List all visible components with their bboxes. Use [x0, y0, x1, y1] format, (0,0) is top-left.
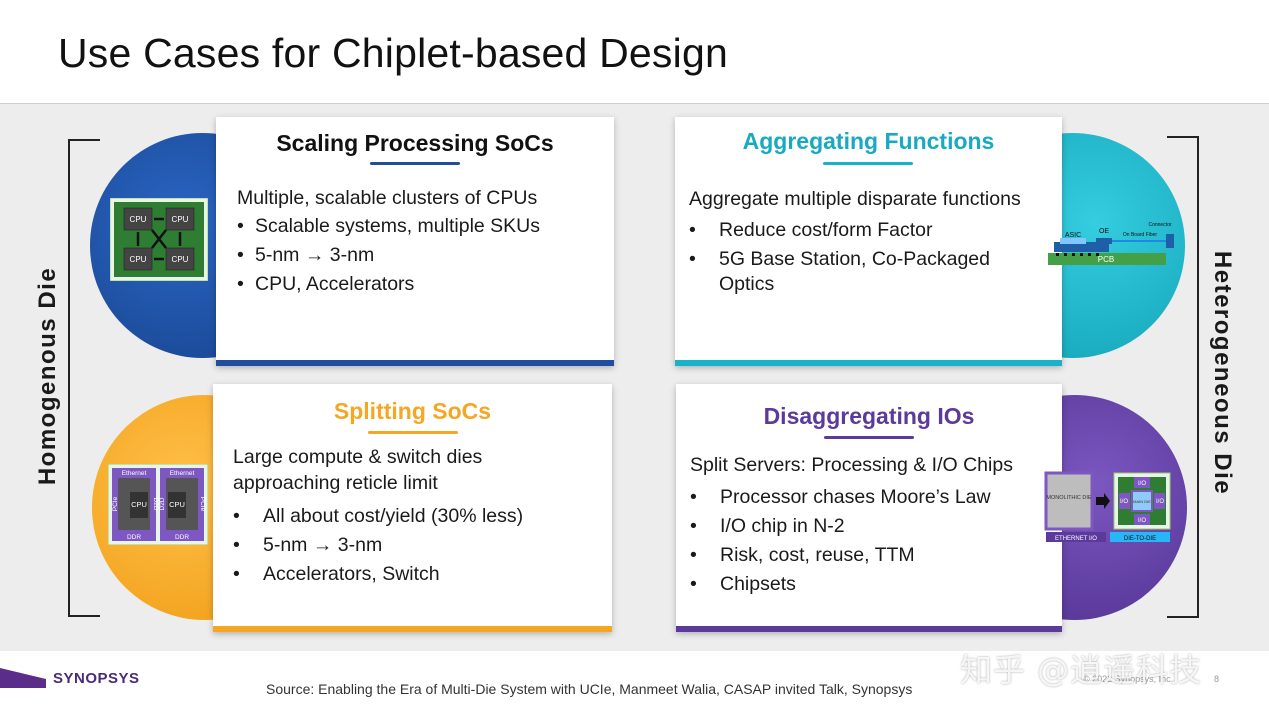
scaling-title-underline: [370, 162, 460, 165]
left-bracket: [68, 139, 100, 617]
disaggregating-title-underline: [824, 436, 914, 439]
co-packaged-optics-diagram: PCB ASIC OE On Board Fiber Connector: [1048, 222, 1174, 265]
aggregating-bullets: Reduce cost/form Factor 5G Base Station,…: [689, 217, 1034, 297]
pcie-label: PCIe: [199, 497, 206, 512]
cpu-label: CPU: [130, 255, 147, 264]
list-item: CPU, Accelerators: [237, 270, 540, 299]
io-disaggregation-diagram: MONOLITHIC DIE I/O I/O I/O I/O MAIN DIE …: [1044, 471, 1171, 542]
aggregating-intro: Aggregate multiple disparate functions: [689, 188, 1021, 210]
splitting-socs-title: Splitting SoCs: [333, 398, 492, 424]
cpu-label: CPU: [131, 500, 147, 509]
heterogeneous-die-label: Heterogeneous Die: [1209, 250, 1236, 496]
asic-label: ASIC: [1065, 232, 1081, 239]
scaling-accent-bar: [216, 360, 614, 366]
list-item: Accelerators, Switch: [233, 560, 523, 589]
right-bracket: [1167, 136, 1199, 618]
copyright-text: © 2022 Synopsys, Inc.: [1083, 674, 1174, 684]
scaling-intro: Multiple, scalable clusters of CPUs: [237, 187, 538, 209]
list-item: 5-nm → 3-nm: [233, 531, 523, 560]
io-label: I/O: [1138, 481, 1146, 487]
scaling-bullets: Scalable systems, multiple SKUs 5-nm → 3…: [237, 212, 540, 299]
splitting-bullets: All about cost/yield (30% less) 5-nm → 3…: [233, 502, 523, 589]
main-die-label: MAIN DIE: [1133, 499, 1151, 504]
splitting-intro-line1: Large compute & switch dies: [233, 446, 483, 468]
io-label: I/O: [1156, 499, 1164, 505]
split-soc-diagram: Ethernet Ethernet DDR DDR CPU CPU PCIe P…: [108, 464, 208, 545]
aggregating-functions-title: Aggregating Functions: [742, 128, 995, 154]
pcie-label: PCIe: [112, 496, 119, 511]
list-item: Processor chases Moore’s Law: [690, 483, 991, 512]
scaling-socs-title: Scaling Processing SoCs: [276, 130, 554, 156]
aggregating-accent-bar: [675, 360, 1062, 366]
list-item: Chipsets: [690, 570, 991, 599]
synopsys-logo-mark: [0, 668, 46, 688]
list-item: All about cost/yield (30% less): [233, 502, 523, 531]
list-item: Scalable systems, multiple SKUs: [237, 212, 540, 241]
slide-title: Use Cases for Chiplet-based Design: [58, 30, 728, 76]
io-label: I/O: [1138, 518, 1146, 524]
cpu-label: CPU: [130, 215, 147, 224]
ethernet-label: Ethernet: [170, 470, 195, 477]
list-item: I/O chip in N-2: [690, 512, 991, 541]
disaggregating-intro: Split Servers: Processing & I/O Chips: [690, 454, 1013, 476]
splitting-socs-card: Splitting SoCs Large compute & switch di…: [213, 384, 612, 632]
zhihu-watermark: 知乎 @逍遥科技: [960, 651, 1203, 689]
disaggregating-ios-card: Disaggregating IOs Split Servers: Proces…: [676, 384, 1062, 632]
disaggregating-ios-title: Disaggregating IOs: [763, 403, 975, 429]
source-citation: Source: Enabling the Era of Multi-Die Sy…: [266, 681, 913, 697]
cpu-label: CPU: [172, 255, 189, 264]
ddr-label: DDR: [127, 534, 141, 541]
homogenous-die-label: Homogenous Die: [34, 266, 61, 486]
disaggregating-accent-bar: [676, 626, 1062, 632]
pcb-label: PCB: [1098, 255, 1114, 264]
connector-label: Connector: [1148, 222, 1171, 228]
die-to-die-label: DIE-TO-DIE: [1124, 536, 1156, 542]
cpu-label: CPU: [172, 215, 189, 224]
list-item: Risk, cost, reuse, TTM: [690, 541, 991, 570]
splitting-accent-bar: [213, 626, 612, 632]
splitting-title-underline: [368, 431, 458, 434]
oe-label: OE: [1099, 228, 1109, 235]
list-item: 5-nm → 3-nm: [237, 241, 540, 270]
page-number: 8: [1214, 674, 1220, 684]
synopsys-logo: SYNOPSYS: [53, 670, 140, 687]
cpu-cluster-diagram: CPU CPU CPU CPU: [110, 198, 208, 281]
ethernet-io-label: ETHERNET I/O: [1055, 536, 1097, 542]
d2d-label: D2D: [159, 497, 166, 510]
splitting-intro-line2: approaching reticle limit: [233, 472, 438, 494]
io-label: I/O: [1120, 499, 1128, 505]
scaling-socs-card: Scaling Processing SoCs Multiple, scalab…: [216, 117, 614, 366]
disaggregating-bullets: Processor chases Moore’s Law I/O chip in…: [690, 483, 991, 599]
ddr-label: DDR: [175, 534, 189, 541]
cpu-label: CPU: [169, 500, 185, 509]
aggregating-functions-card: Aggregating Functions Aggregate multiple…: [675, 117, 1062, 366]
aggregating-title-underline: [823, 162, 913, 165]
d2d-label: D2D: [152, 497, 159, 510]
list-item: Reduce cost/form Factor: [689, 217, 1034, 244]
monolithic-die-label: MONOLITHIC DIE: [1046, 495, 1092, 501]
fiber-label: On Board Fiber: [1123, 232, 1158, 238]
list-item: 5G Base Station, Co-Packaged Optics: [689, 247, 1034, 297]
ethernet-label: Ethernet: [122, 470, 147, 477]
